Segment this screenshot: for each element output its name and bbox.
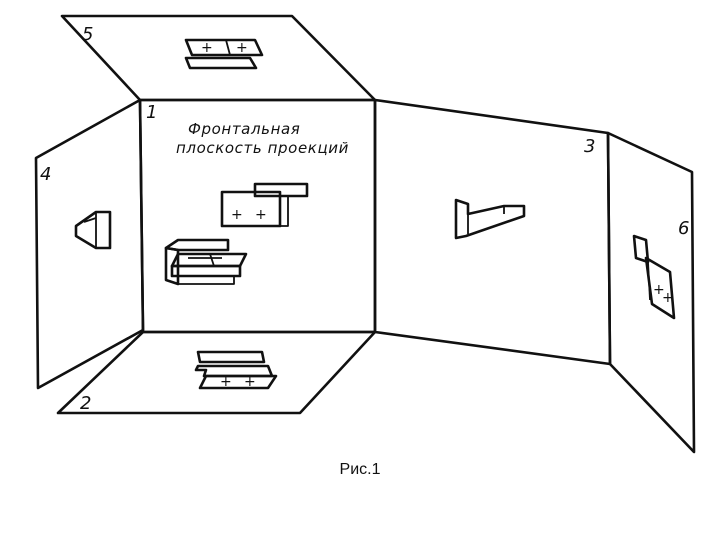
plane-4-number: 4 bbox=[40, 164, 51, 185]
plane-4-left-profile: 4 bbox=[34, 98, 145, 390]
plus-mark: + bbox=[662, 290, 674, 306]
plane-2-horizontal: 2 + + bbox=[56, 330, 377, 415]
plane-5-top: 5 + + bbox=[60, 14, 377, 102]
plus-mark: + bbox=[220, 374, 232, 390]
plane-6-far-right: 6 + + bbox=[606, 131, 696, 454]
plane-5-number: 5 bbox=[82, 24, 93, 45]
frontal-plane-label-line2: плоскость проекций bbox=[176, 139, 349, 157]
plane-1-frontal: 1 Фронтальная плоскость проекций + + bbox=[138, 98, 377, 334]
plus-mark: + bbox=[236, 40, 248, 56]
plus-mark: + bbox=[201, 40, 213, 56]
plus-mark: + bbox=[255, 207, 267, 223]
plane-1-number: 1 bbox=[146, 102, 157, 123]
plane-6-number: 6 bbox=[678, 218, 689, 239]
isometric-part bbox=[164, 238, 248, 286]
far-right-projection: + + bbox=[632, 234, 676, 320]
horizontal-projection: + + bbox=[194, 350, 278, 390]
left-projection bbox=[74, 210, 112, 250]
figure-caption: Рис.1 bbox=[339, 461, 381, 478]
frontal-plane-label-line1: Фронтальная bbox=[188, 120, 300, 138]
plus-mark: + bbox=[653, 282, 665, 298]
plane-2-number: 2 bbox=[80, 393, 91, 414]
plane-3-right-profile: 3 bbox=[373, 98, 612, 366]
plus-mark: + bbox=[244, 374, 256, 390]
plus-mark: + bbox=[231, 207, 243, 223]
front-projection: + + bbox=[220, 182, 309, 228]
plane-3-number: 3 bbox=[584, 136, 595, 157]
top-projection: + + bbox=[184, 38, 264, 70]
right-projection bbox=[454, 198, 526, 240]
